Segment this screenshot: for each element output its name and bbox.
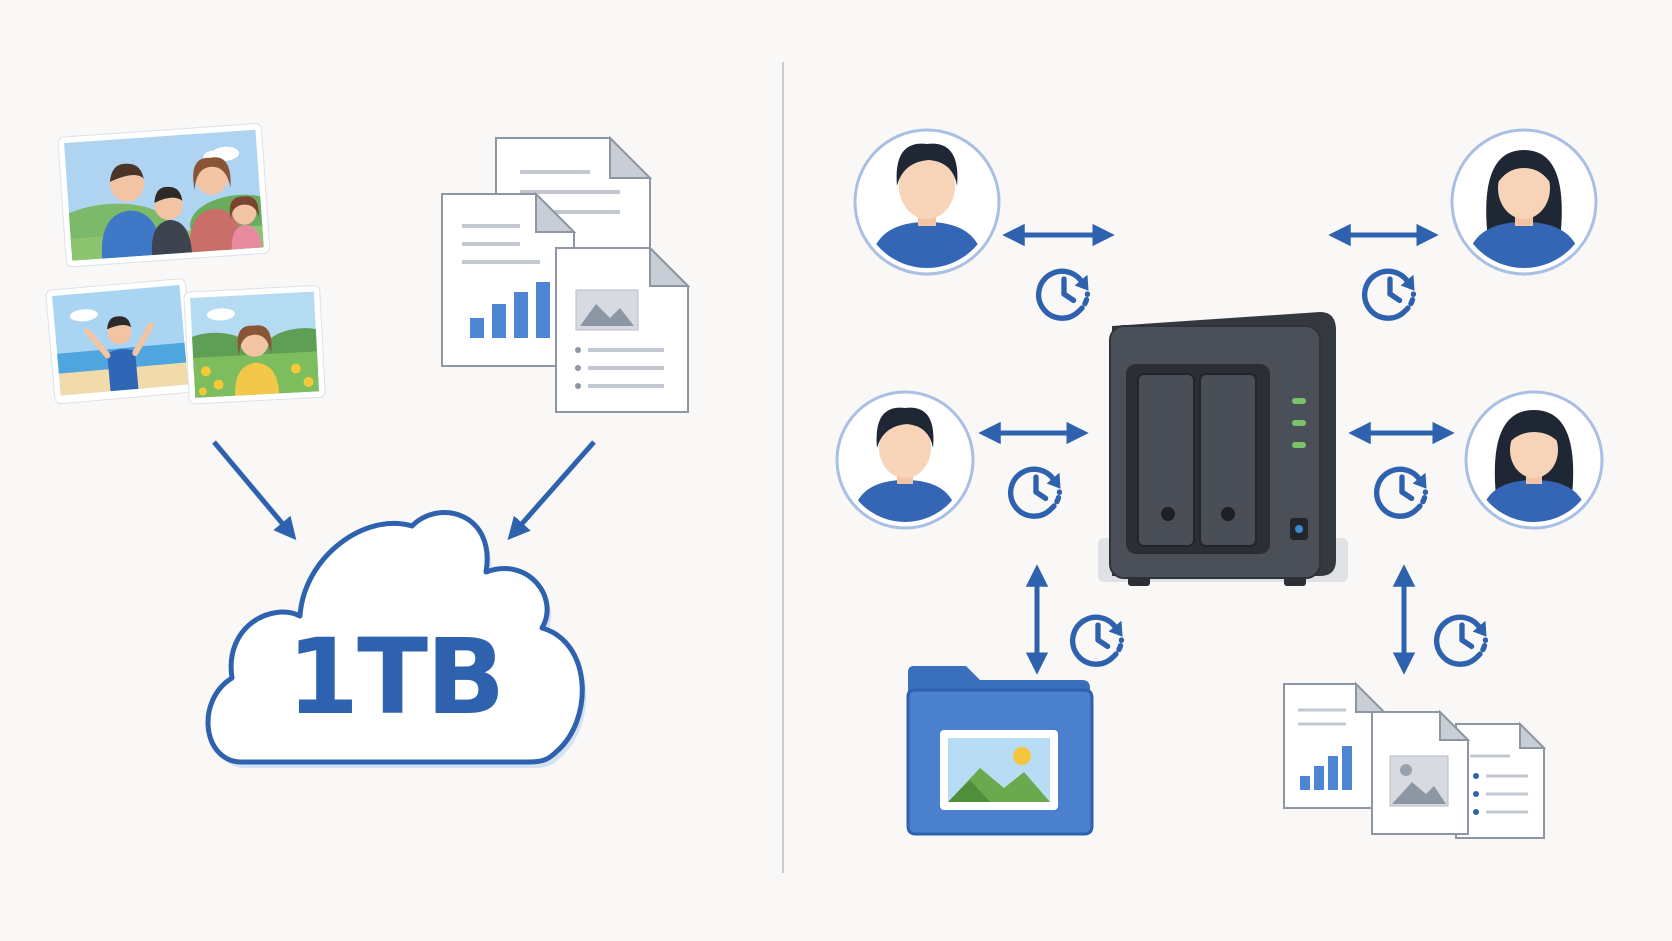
chart-icon xyxy=(470,282,550,338)
arrow-icon xyxy=(212,440,297,541)
avatar-user-top-right xyxy=(1450,128,1598,276)
arrow-icon xyxy=(507,440,596,541)
chart-document-icon xyxy=(441,191,577,367)
sync-clock-icon xyxy=(1437,617,1487,664)
document-stack-right xyxy=(1283,681,1547,839)
status-led xyxy=(1292,420,1306,426)
document-stack-left xyxy=(441,135,691,413)
avatar-user-mid-left xyxy=(835,390,975,530)
sync-clock-icon xyxy=(1073,617,1123,664)
document-icon xyxy=(1455,721,1547,839)
beach-photo xyxy=(45,278,195,405)
image-document-icon xyxy=(1371,709,1471,835)
family-photo xyxy=(57,123,271,268)
sync-clock-icon xyxy=(1365,271,1415,318)
nas-device xyxy=(1098,312,1348,586)
sync-clock-icon xyxy=(1011,469,1061,516)
folder-icon xyxy=(906,666,1094,836)
cloud-icon xyxy=(205,510,587,768)
image-document-icon xyxy=(555,245,691,413)
sync-clock-icon xyxy=(1039,271,1089,318)
sync-clock-icon xyxy=(1377,469,1427,516)
status-led xyxy=(1292,398,1306,404)
avatar-user-top-left xyxy=(853,128,1001,276)
chart-document-icon xyxy=(1283,681,1387,809)
avatar-user-mid-right xyxy=(1464,390,1604,530)
cloud-capacity-label: 1TB xyxy=(286,616,506,738)
image-icon xyxy=(940,730,1058,810)
status-led xyxy=(1292,442,1306,448)
power-button xyxy=(1295,525,1303,533)
flower-photo xyxy=(183,285,326,405)
